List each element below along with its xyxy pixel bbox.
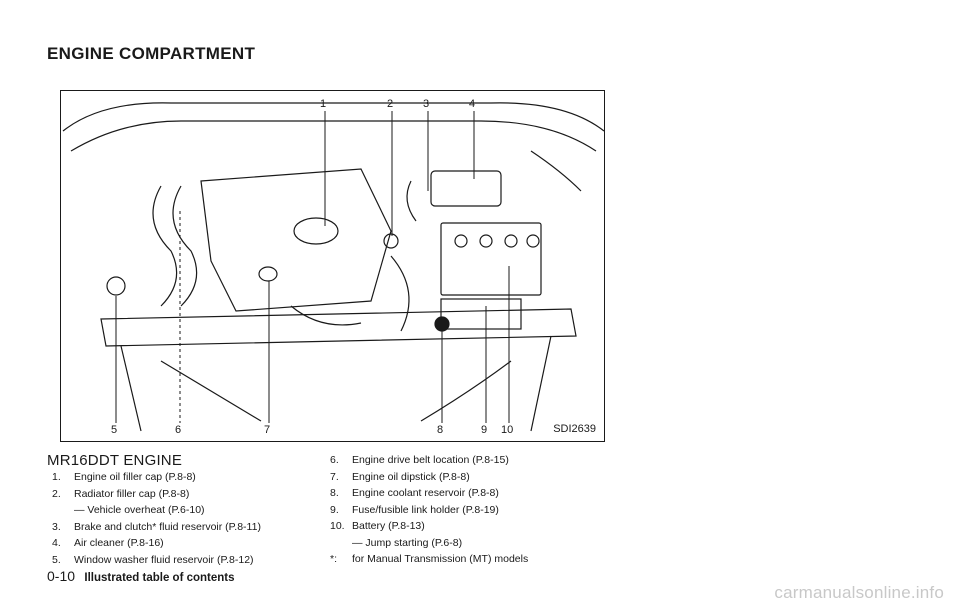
callout-9: 9: [481, 424, 488, 436]
watermark: carmanualsonline.info: [774, 583, 944, 602]
engine-compartment-illustration: 1 2 3 4 5 6 7 8 9 10 SDI2639: [60, 90, 605, 442]
list-item: 8.Engine coolant reservoir (P.8-8): [330, 487, 499, 499]
component-list-right: 6.Engine drive belt location (P.8-15) 7.…: [330, 452, 528, 568]
list-item: 7.Engine oil dipstick (P.8-8): [330, 470, 470, 483]
list-subitem: — Jump starting (P.6-8): [352, 536, 463, 549]
engine-heading: MR16DDT ENGINE: [47, 452, 183, 469]
callout-6: 6: [175, 424, 182, 436]
list-item: 10.Battery (P.8-13): [330, 520, 425, 532]
section-title: Illustrated table of contents: [84, 572, 235, 584]
list-item: 3.Brake and clutch* fluid reservoir (P.8…: [52, 520, 261, 533]
list-item: 6.Engine drive belt location (P.8-15): [330, 454, 509, 466]
list-item: 4.Air cleaner (P.8-16): [52, 537, 164, 549]
figure-code: SDI2639: [553, 423, 596, 435]
list-item: 1.Engine oil filler cap (P.8-8): [52, 471, 196, 483]
list-item: *:for Manual Transmission (MT) models: [330, 553, 529, 565]
callout-1: 1: [320, 98, 327, 110]
callout-5: 5: [111, 424, 118, 436]
page-footer: 0-10 Illustrated table of contents: [47, 568, 235, 584]
callout-8: 8: [437, 424, 444, 436]
callout-7: 7: [264, 424, 271, 436]
component-list-left: 1.Engine oil filler cap (P.8-8) 2.Radiat…: [52, 469, 261, 568]
callout-4: 4: [469, 98, 476, 110]
callout-2: 2: [387, 98, 394, 110]
page-title: ENGINE COMPARTMENT: [47, 44, 256, 63]
list-subitem: — Vehicle overheat (P.6-10): [74, 504, 205, 516]
list-item: 5.Window washer fluid reservoir (P.8-12): [52, 553, 254, 566]
callout-3: 3: [423, 98, 430, 110]
page-number: 0-10: [47, 568, 76, 584]
callout-10: 10: [501, 424, 514, 436]
list-item: 2.Radiator filler cap (P.8-8): [52, 487, 190, 500]
list-item: 9.Fuse/fusible link holder (P.8-19): [330, 503, 499, 516]
engine-drawing: [62, 102, 604, 432]
